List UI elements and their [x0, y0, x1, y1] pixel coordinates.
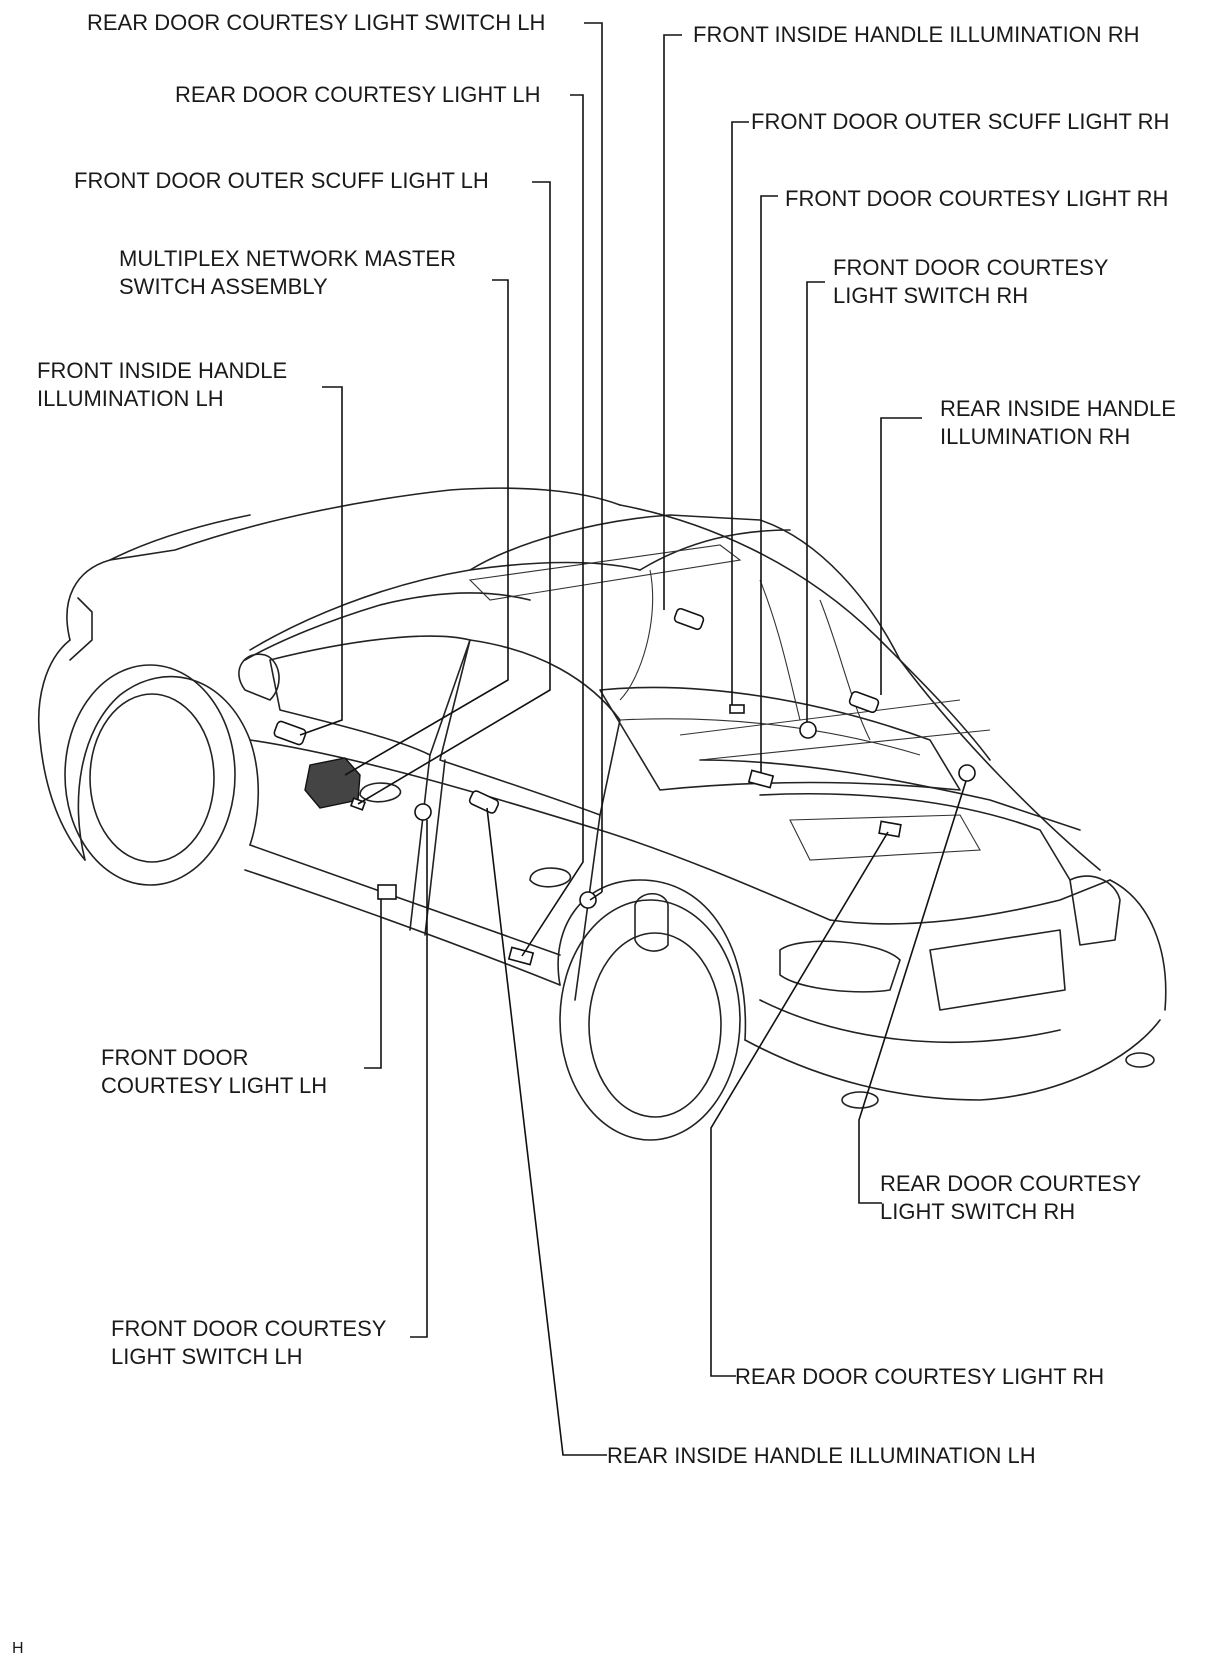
leader-rear-inside-handle-illumination-rh — [880, 417, 922, 695]
part-rear-inside-handle-illumination-lh — [468, 790, 500, 814]
label-front-door-courtesy-light-lh: FRONT DOOR COURTESY LIGHT LH — [101, 1045, 328, 1098]
part-rear-inside-handle-illumination-rh — [848, 690, 880, 714]
label-front-door-courtesy-light-switch-rh: FRONT DOOR COURTESY LIGHT SWITCH RH — [833, 255, 1109, 308]
leader-front-door-courtesy-light-lh — [364, 899, 382, 1069]
label-rear-door-courtesy-light-switch-rh: REAR DOOR COURTESY LIGHT SWITCH RH — [880, 1171, 1142, 1224]
label-front-inside-handle-illumination-rh: FRONT INSIDE HANDLE ILLUMINATION RH — [693, 22, 1140, 47]
label-rear-door-courtesy-light-switch-lh: REAR DOOR COURTESY LIGHT SWITCH LH — [87, 10, 546, 35]
leader-front-door-outer-scuff-light-lh — [357, 181, 551, 805]
leader-rear-door-courtesy-light-rh — [710, 831, 889, 1377]
leader-front-door-courtesy-light-rh — [760, 195, 778, 773]
leader-front-inside-handle-illumination-rh — [663, 34, 682, 610]
leader-front-inside-handle-illumination-lh — [299, 386, 343, 736]
part-front-inside-handle-illumination-rh — [673, 607, 705, 631]
label-rear-inside-handle-illumination-lh: REAR INSIDE HANDLE ILLUMINATION LH — [607, 1443, 1036, 1468]
parts — [273, 607, 976, 966]
part-rear-door-courtesy-light-switch-rh — [958, 764, 976, 782]
leader-multiplex-network-master-switch — [344, 279, 509, 776]
label-multiplex-network-master-switch-assembly: MULTIPLEX NETWORK MASTER SWITCH ASSEMBLY — [119, 246, 456, 299]
label-front-door-outer-scuff-light-lh: FRONT DOOR OUTER SCUFF LIGHT LH — [74, 168, 489, 193]
leader-rear-door-courtesy-light-lh — [521, 94, 584, 957]
label-front-inside-handle-illumination-lh: FRONT INSIDE HANDLE ILLUMINATION LH — [37, 358, 288, 411]
part-front-inside-handle-illumination-lh — [273, 720, 307, 746]
leader-rear-inside-handle-illumination-lh — [486, 807, 607, 1456]
leader-front-door-outer-scuff-light-rh — [731, 121, 749, 705]
label-front-door-outer-scuff-light-rh: FRONT DOOR OUTER SCUFF LIGHT RH — [751, 109, 1170, 134]
part-rear-door-courtesy-light-switch-lh — [579, 891, 597, 909]
leader-lines — [299, 22, 967, 1456]
label-front-door-courtesy-light-switch-lh: FRONT DOOR COURTESY LIGHT SWITCH LH — [111, 1316, 387, 1369]
leader-front-door-courtesy-light-switch-lh — [410, 820, 428, 1338]
leader-front-door-courtesy-light-switch-rh — [806, 281, 825, 722]
part-front-door-courtesy-light-switch-lh — [414, 803, 432, 821]
label-rear-door-courtesy-light-lh: REAR DOOR COURTESY LIGHT LH — [175, 82, 541, 107]
part-front-door-outer-scuff-light-rh — [729, 704, 745, 714]
part-front-door-courtesy-light-switch-rh — [799, 721, 817, 739]
label-rear-inside-handle-illumination-rh: REAR INSIDE HANDLE ILLUMINATION RH — [940, 396, 1176, 449]
label-rear-door-courtesy-light-rh: REAR DOOR COURTESY LIGHT RH — [735, 1364, 1105, 1389]
part-rear-door-courtesy-light-lh — [507, 946, 535, 966]
car-body — [37, 487, 1167, 1141]
part-rear-door-courtesy-light-rh — [878, 820, 902, 838]
label-front-door-courtesy-light-rh: FRONT DOOR COURTESY LIGHT RH — [785, 186, 1169, 211]
leader-rear-door-courtesy-light-switch-lh — [584, 22, 603, 892]
figure-code: H — [12, 1640, 24, 1657]
part-front-door-courtesy-light-rh — [747, 769, 775, 789]
leader-rear-door-courtesy-light-switch-rh — [858, 780, 967, 1204]
part-multiplex-switch — [304, 757, 361, 809]
part-front-door-courtesy-light-lh — [377, 884, 397, 900]
